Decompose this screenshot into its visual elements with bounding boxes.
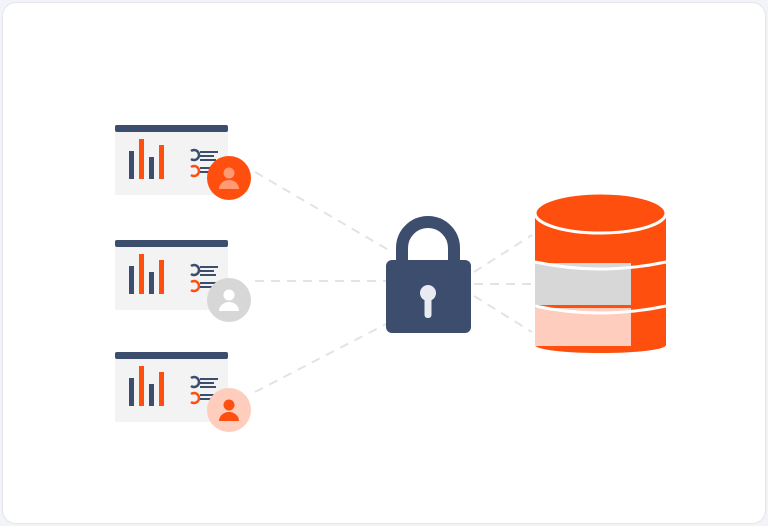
- user-head: [223, 167, 235, 179]
- lock-shackle: [396, 216, 460, 264]
- connector-lock-db3: [473, 295, 533, 333]
- text-line: [200, 282, 216, 284]
- user-avatar: [207, 278, 251, 322]
- database-divider: [534, 304, 667, 315]
- dashboard-window: [115, 352, 251, 432]
- user-icon: [219, 167, 239, 189]
- user-icon: [219, 289, 239, 311]
- chart-bar: [139, 139, 144, 179]
- user-avatar: [207, 156, 251, 200]
- database-icon: [533, 191, 668, 354]
- text-line: [200, 159, 216, 161]
- user-head: [223, 289, 235, 301]
- keyhole-stem: [424, 295, 432, 318]
- text-line: [200, 270, 214, 272]
- donut-icon: [190, 375, 201, 389]
- user-avatar: [207, 388, 251, 432]
- lock-icon: [386, 216, 471, 333]
- user-icon: [219, 399, 239, 421]
- text-line: [200, 171, 212, 173]
- text-line: [200, 167, 216, 169]
- donut-icon: [190, 391, 201, 405]
- chart-bar: [129, 378, 134, 406]
- donut-icon: [190, 279, 201, 293]
- database-divider: [534, 260, 667, 271]
- text-line: [200, 151, 218, 153]
- user-shoulders: [219, 412, 239, 421]
- text-line: [200, 378, 218, 380]
- chart-bar: [149, 384, 154, 406]
- text-line: [200, 382, 214, 384]
- chart-bar: [149, 272, 154, 294]
- dashboards: [115, 125, 251, 432]
- text-line: [200, 386, 216, 388]
- dashboard-header-bar: [115, 125, 228, 132]
- chart-bar: [159, 145, 164, 179]
- database-band-bottom: [535, 308, 631, 346]
- dashboard-header-bar: [115, 240, 228, 247]
- chart-bar: [129, 266, 134, 294]
- donut-icon: [190, 263, 201, 277]
- user-shoulders: [219, 180, 239, 189]
- user-head: [223, 399, 235, 411]
- text-line: [200, 266, 218, 268]
- chart-bar: [159, 372, 164, 406]
- text-line: [200, 274, 216, 276]
- dashboard-window: [115, 125, 251, 200]
- connector-lock-db1: [473, 234, 533, 273]
- text-line: [200, 155, 214, 157]
- chart-bar: [139, 366, 144, 406]
- user-shoulders: [219, 302, 239, 311]
- connector-user1-lock: [254, 171, 393, 253]
- chart-bar: [129, 151, 134, 179]
- text-line: [200, 394, 216, 396]
- chart-bar: [139, 254, 144, 294]
- dashboard-header-bar: [115, 352, 228, 359]
- chart-bar: [159, 260, 164, 294]
- text-line: [200, 286, 212, 288]
- keyhole: [420, 285, 436, 301]
- text-line: [200, 398, 212, 400]
- database-top: [533, 191, 668, 235]
- chart-bar: [149, 157, 154, 179]
- connectors: [254, 171, 533, 393]
- connector-user3-lock: [254, 321, 391, 393]
- donut-icon: [190, 148, 201, 162]
- dashboard-window: [115, 240, 251, 322]
- donut-icon: [190, 164, 201, 178]
